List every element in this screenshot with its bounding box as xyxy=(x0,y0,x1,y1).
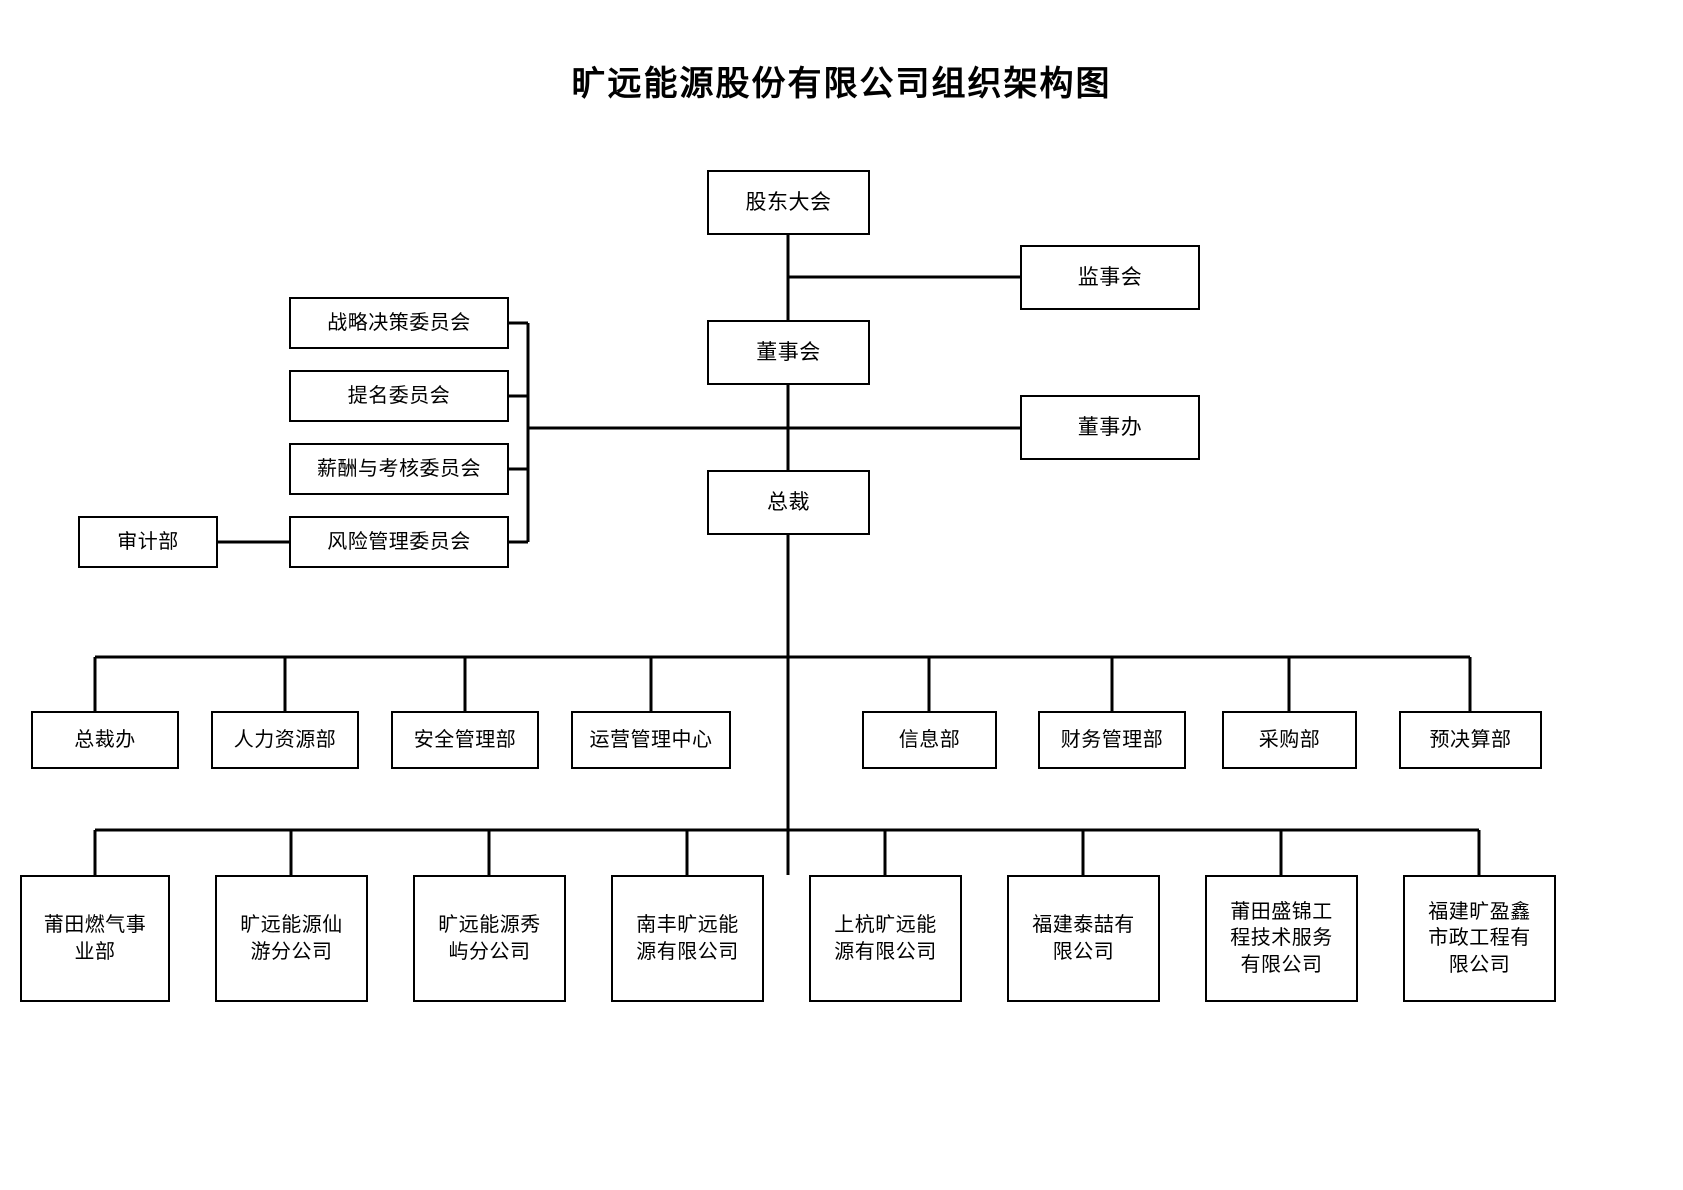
node-risk-committee[interactable]: 风险管理委员会 xyxy=(289,516,509,568)
node-subsidiary-nanfeng-energy[interactable]: 南丰旷远能 源有限公司 xyxy=(611,875,764,1002)
node-subsidiary-putian-gas-division[interactable]: 莆田燃气事 业部 xyxy=(20,875,170,1002)
node-department-information[interactable]: 信息部 xyxy=(862,711,997,769)
node-department-budget[interactable]: 预决算部 xyxy=(1399,711,1542,769)
node-department-finance-management[interactable]: 财务管理部 xyxy=(1038,711,1186,769)
node-department-operations-center[interactable]: 运营管理中心 xyxy=(571,711,731,769)
node-subsidiary-xianyou-branch[interactable]: 旷远能源仙 游分公司 xyxy=(215,875,368,1002)
node-subsidiary-fujian-taizhe[interactable]: 福建泰喆有 限公司 xyxy=(1007,875,1160,1002)
node-board-office[interactable]: 董事办 xyxy=(1020,395,1200,460)
node-subsidiary-fujian-kuangyinxin[interactable]: 福建旷盈鑫 市政工程有 限公司 xyxy=(1403,875,1556,1002)
node-department-procurement[interactable]: 采购部 xyxy=(1222,711,1357,769)
node-subsidiary-putian-shengjin[interactable]: 莆田盛锦工 程技术服务 有限公司 xyxy=(1205,875,1358,1002)
node-department-human-resources[interactable]: 人力资源部 xyxy=(211,711,359,769)
node-compensation-committee[interactable]: 薪酬与考核委员会 xyxy=(289,443,509,495)
node-audit-department[interactable]: 审计部 xyxy=(78,516,218,568)
node-shareholders[interactable]: 股东大会 xyxy=(707,170,870,235)
node-subsidiary-shanghang-energy[interactable]: 上杭旷远能 源有限公司 xyxy=(809,875,962,1002)
node-president[interactable]: 总裁 xyxy=(707,470,870,535)
page-title: 旷远能源股份有限公司组织架构图 xyxy=(571,66,1112,103)
node-subsidiary-xiuyu-branch[interactable]: 旷远能源秀 屿分公司 xyxy=(413,875,566,1002)
node-nomination-committee[interactable]: 提名委员会 xyxy=(289,370,509,422)
node-board-of-directors[interactable]: 董事会 xyxy=(707,320,870,385)
node-department-president-office[interactable]: 总裁办 xyxy=(31,711,179,769)
node-department-safety-management[interactable]: 安全管理部 xyxy=(391,711,539,769)
node-strategy-committee[interactable]: 战略决策委员会 xyxy=(289,297,509,349)
node-supervisory-board[interactable]: 监事会 xyxy=(1020,245,1200,310)
